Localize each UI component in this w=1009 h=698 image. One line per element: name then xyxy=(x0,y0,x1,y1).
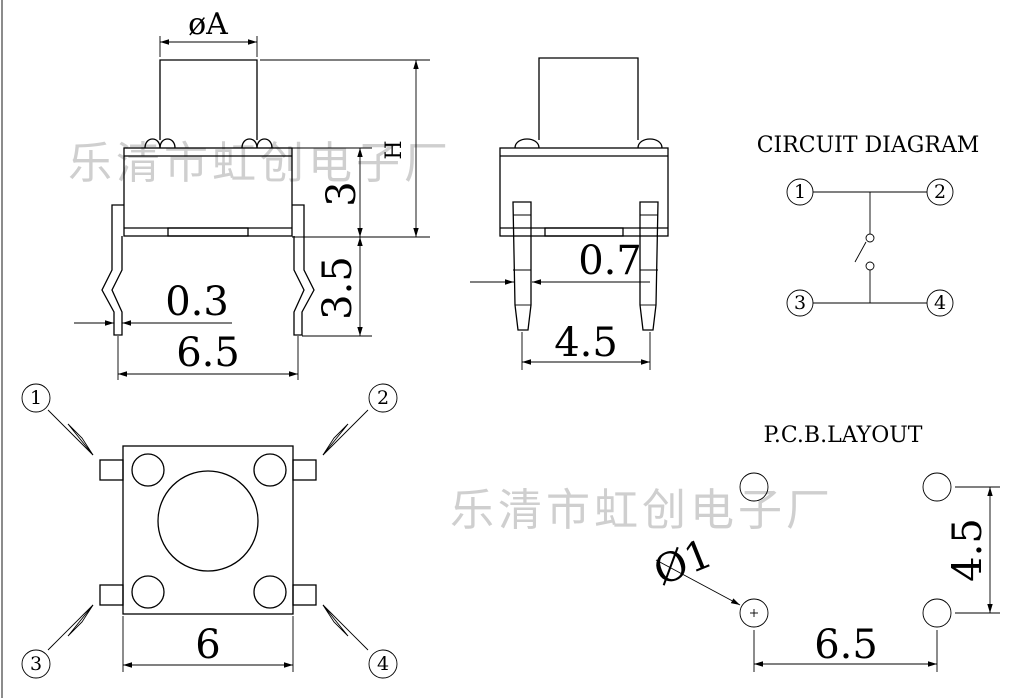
diameter-label: øA xyxy=(188,7,228,42)
pin-width-label: 0.7 xyxy=(578,238,642,284)
pin-span-label: 6.5 xyxy=(176,330,240,376)
pcb-hole-1 xyxy=(739,472,769,502)
pcb-vertical-spacing-label: 4.5 xyxy=(945,518,991,582)
height-label: H xyxy=(382,140,407,159)
circuit-pin-3: 3 xyxy=(794,292,806,314)
pcb-hole-2 xyxy=(922,472,952,502)
top-pin-2: 2 xyxy=(377,387,389,409)
watermark-top: 乐清市虹创电子厂 xyxy=(68,138,452,189)
front-view: 0.7 4.5 xyxy=(470,57,669,370)
top-width-label: 6 xyxy=(195,622,220,668)
top-pin-3: 3 xyxy=(30,653,42,675)
top-pin-4: 4 xyxy=(377,653,389,675)
front-pin-left xyxy=(512,201,532,331)
front-actuator xyxy=(538,57,639,140)
side-view: øA H 3 3.5 0.3 6.5 xyxy=(74,7,430,380)
pin-length-label: 3.5 xyxy=(315,256,361,320)
circuit-pin-1: 1 xyxy=(794,181,806,203)
circuit-pin-4: 4 xyxy=(934,292,946,314)
switch-lever xyxy=(854,241,867,263)
front-pin-right xyxy=(639,201,659,331)
body-height-label: 3 xyxy=(319,181,365,206)
top-actuator xyxy=(157,470,259,572)
pcb-hole-4 xyxy=(922,598,952,628)
bump-left xyxy=(159,138,176,149)
switch-contact-bottom xyxy=(865,261,875,271)
pin-left xyxy=(101,204,124,336)
pcb-title: P.C.B.LAYOUT xyxy=(764,423,923,448)
pin-right xyxy=(292,204,315,336)
front-pin-span-label: 4.5 xyxy=(554,320,618,366)
hole-diameter-label: Ø1 xyxy=(648,531,719,595)
front-body xyxy=(499,147,669,237)
pcb-layout: P.C.B.LAYOUT Ø1 4.5 6.5 xyxy=(648,423,1000,672)
circuit-diagram: CIRCUIT DIAGRAM 1 2 3 4 xyxy=(757,133,980,317)
top-pin-1: 1 xyxy=(30,387,42,409)
top-view: 1 2 3 4 6 xyxy=(21,383,398,679)
circuit-pin-2: 2 xyxy=(934,181,946,203)
switch-contact-top xyxy=(865,233,875,243)
actuator-outline xyxy=(159,59,258,140)
pin-thickness-label: 0.3 xyxy=(165,279,229,325)
pcb-horizontal-spacing-label: 6.5 xyxy=(814,622,878,668)
top-body xyxy=(122,445,294,615)
pcb-hole-3 xyxy=(739,598,769,628)
watermark-bottom: 乐清市虹创电子厂 xyxy=(450,485,834,536)
circuit-title: CIRCUIT DIAGRAM xyxy=(757,133,980,158)
